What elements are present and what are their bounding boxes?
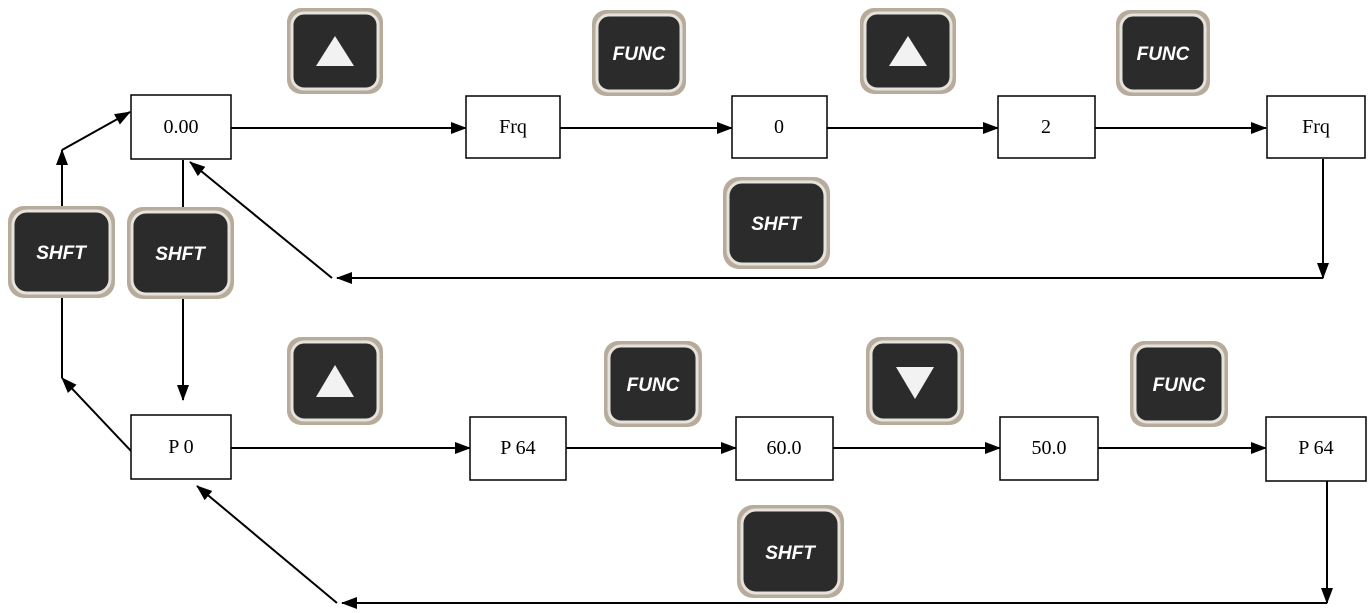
- label-600: 60.0: [767, 437, 802, 459]
- svg-text:FUNC: FUNC: [613, 44, 666, 65]
- arrow-bottom-return-diag: [196, 485, 338, 604]
- func-key-icon: FUNC: [592, 10, 686, 96]
- box-p64-2: [1265, 416, 1367, 482]
- display-boxes: [130, 94, 1367, 482]
- box-500: [999, 416, 1099, 481]
- shft-key-icon: SHFT: [737, 505, 844, 598]
- shft-key-icon: SHFT: [8, 206, 115, 298]
- shft-key-icon: SHFT: [127, 207, 234, 299]
- box-p64-1: [469, 416, 567, 481]
- svg-text:FUNC: FUNC: [627, 375, 680, 396]
- up-arrow-key-icon: [287, 337, 383, 425]
- svg-text:FUNC: FUNC: [1153, 375, 1206, 396]
- box-2: [997, 95, 1096, 159]
- svg-text:SHFT: SHFT: [36, 243, 87, 264]
- label-frq-2: Frq: [1302, 116, 1330, 138]
- box-frq-2: [1266, 95, 1366, 159]
- arrow-diag-to-000: [61, 111, 131, 151]
- box-frq-1: [465, 95, 561, 159]
- label-0: 0: [774, 116, 784, 138]
- svg-text:SHFT: SHFT: [751, 214, 802, 235]
- label-p0: P 0: [168, 436, 193, 458]
- box-p0: [130, 414, 232, 480]
- arrow-top-return-diag: [189, 161, 333, 279]
- label-000: 0.00: [164, 116, 199, 138]
- func-key-icon: FUNC: [1130, 341, 1228, 427]
- up-arrow-key-icon: [287, 8, 383, 94]
- box-0: [731, 95, 828, 159]
- box-600: [735, 416, 834, 481]
- down-arrow-key-icon: [866, 337, 964, 425]
- arrow-p0-diag-up: [61, 377, 133, 453]
- label-p64-2: P 64: [1298, 437, 1333, 459]
- func-key-icon: FUNC: [604, 341, 702, 427]
- svg-text:SHFT: SHFT: [765, 543, 816, 564]
- label-500: 50.0: [1032, 437, 1067, 459]
- func-key-icon: FUNC: [1116, 10, 1210, 96]
- shft-key-icon: SHFT: [723, 177, 830, 269]
- label-frq-1: Frq: [499, 116, 527, 138]
- up-arrow-key-icon: [860, 8, 956, 94]
- svg-text:FUNC: FUNC: [1137, 44, 1190, 65]
- svg-text:SHFT: SHFT: [155, 244, 206, 265]
- label-p64-1: P 64: [500, 437, 535, 459]
- box-000: [130, 94, 232, 160]
- connectors: [56, 111, 1333, 609]
- display-labels: 0.00 Frq 0 2 Frq P 0 P 64 60.0 50.0 P 64: [164, 116, 1334, 459]
- label-2: 2: [1041, 116, 1051, 138]
